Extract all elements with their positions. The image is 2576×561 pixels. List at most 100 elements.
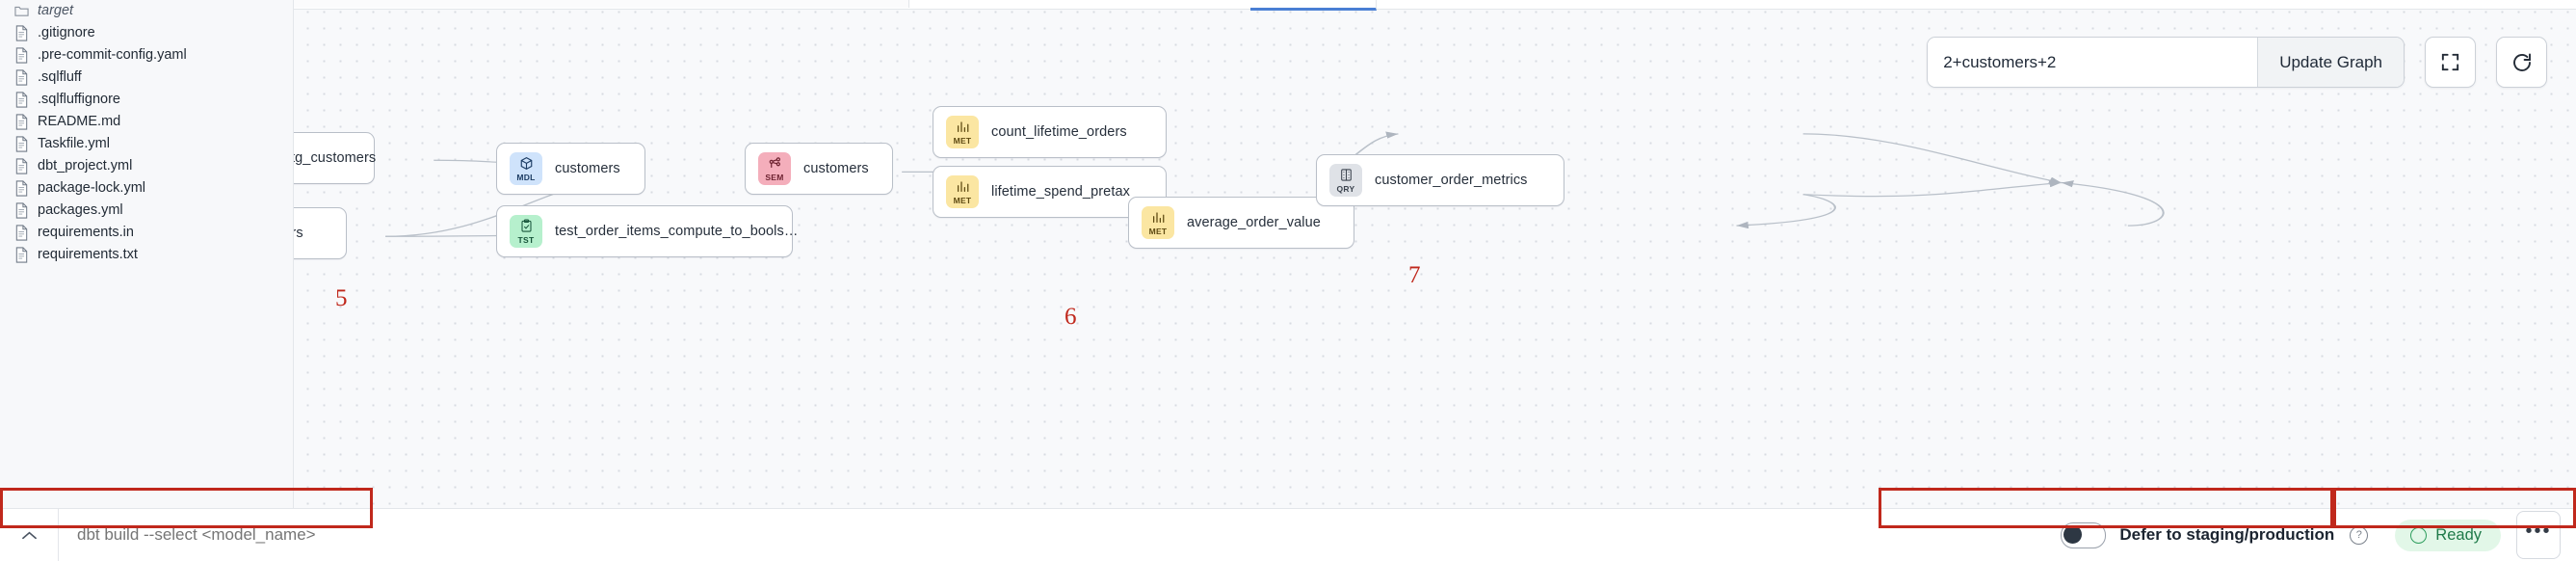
- graph-toolbar[interactable]: Update Graph: [1927, 37, 2547, 88]
- status-badge[interactable]: Ready: [2395, 519, 2501, 551]
- file-tree-item-label: package-lock.yml: [38, 180, 146, 197]
- bottom-status-bar: Defer to staging/production ? Ready •••: [0, 508, 2576, 561]
- file-icon: [13, 92, 29, 109]
- badge-text: MDL: [516, 173, 536, 182]
- bottom-bar-right: Defer to staging/production ? Ready •••: [2028, 509, 2576, 561]
- help-circle-icon[interactable]: ?: [2350, 525, 2369, 545]
- file-tree-item[interactable]: target: [0, 0, 293, 22]
- editor-tab-5[interactable]: [752, 0, 909, 8]
- met-badge-icon: MET: [946, 116, 979, 148]
- file-icon: [13, 158, 29, 175]
- graph-node[interactable]: orders: [294, 207, 347, 259]
- graph-node-label: customers: [803, 161, 869, 176]
- mdl-badge-icon: MDL: [510, 152, 542, 185]
- dbt-command-input[interactable]: [59, 524, 373, 546]
- file-icon: [13, 69, 29, 87]
- file-tree-item-label: target: [38, 3, 74, 19]
- graph-node-label: test_order_items_compute_to_bools…: [555, 224, 799, 239]
- graph-node[interactable]: QRY customer_order_metrics: [1316, 154, 1564, 206]
- file-tree-item-label: Taskfile.yml: [38, 136, 110, 152]
- file-tree-item[interactable]: .gitignore: [0, 22, 293, 44]
- fullscreen-button[interactable]: [2425, 37, 2476, 88]
- file-tree-item-label: README.md: [38, 114, 121, 130]
- defer-control[interactable]: Defer to staging/production ?: [2028, 509, 2383, 561]
- badge-text: TST: [517, 235, 535, 245]
- editor-tab-3[interactable]: [533, 0, 654, 8]
- graph-node-label: customer_order_metrics: [1375, 173, 1528, 188]
- file-tree-item[interactable]: packages.yml: [0, 200, 293, 222]
- file-tree-item-label: requirements.in: [38, 225, 134, 241]
- editor-tab-active[interactable]: [1250, 0, 1377, 11]
- badge-text: QRY: [1336, 184, 1355, 194]
- node-selector-group[interactable]: Update Graph: [1927, 37, 2405, 88]
- graph-node[interactable]: MET average_order_value: [1128, 197, 1354, 249]
- tst-badge-icon: TST: [510, 215, 542, 248]
- badge-text: MET: [953, 136, 972, 146]
- file-tree-item[interactable]: .sqlfluff: [0, 67, 293, 89]
- sem-badge-icon: SEM: [758, 152, 791, 185]
- folder-icon: [13, 3, 29, 20]
- chevron-up-icon: [21, 531, 37, 539]
- more-options-button[interactable]: •••: [2516, 511, 2561, 559]
- graph-node-label: customers: [555, 161, 620, 176]
- graph-node-label: count_lifetime_orders: [991, 124, 1127, 140]
- file-icon: [13, 47, 29, 65]
- file-tree-item-label: packages.yml: [38, 202, 123, 219]
- file-icon: [13, 114, 29, 131]
- graph-node-label: orders: [294, 226, 303, 241]
- expand-console-button[interactable]: [0, 509, 59, 561]
- fullscreen-icon: [2441, 53, 2459, 71]
- file-icon: [13, 225, 29, 242]
- file-icon: [13, 25, 29, 42]
- badge-text: MET: [953, 196, 972, 205]
- file-tree-item[interactable]: README.md: [0, 111, 293, 133]
- qry-badge-icon: QRY: [1329, 164, 1362, 197]
- graph-node-label: tg_customers: [294, 150, 377, 166]
- file-tree-item-label: requirements.txt: [38, 247, 138, 263]
- badge-text: MET: [1148, 227, 1168, 236]
- defer-label: Defer to staging/production: [2119, 525, 2335, 544]
- graph-selector-input[interactable]: [1928, 38, 2258, 87]
- file-tree-item-label: dbt_project.yml: [38, 158, 133, 174]
- file-tree-item[interactable]: requirements.in: [0, 222, 293, 244]
- file-tree-item-label: .sqlfluffignore: [38, 92, 120, 108]
- file-icon: [13, 136, 29, 153]
- file-explorer-sidebar[interactable]: target .gitignore .pre-commit-config.yaml.…: [0, 0, 294, 508]
- graph-node-label: average_order_value: [1187, 215, 1321, 230]
- file-icon: [13, 247, 29, 264]
- refresh-icon: [2512, 53, 2531, 71]
- graph-node[interactable]: SEM customers: [745, 143, 893, 195]
- editor-tab-4[interactable]: [653, 0, 753, 8]
- file-icon: [13, 202, 29, 220]
- main-body: target .gitignore .pre-commit-config.yaml.…: [0, 0, 2576, 508]
- file-tree-item[interactable]: .sqlfluffignore: [0, 89, 293, 111]
- badge-text: SEM: [765, 173, 784, 182]
- graph-node[interactable]: tg_customers: [294, 132, 377, 184]
- file-tree-item-label: .pre-commit-config.yaml: [38, 47, 187, 64]
- defer-toggle-knob: [2063, 524, 2083, 544]
- graph-node[interactable]: MET lifetime_spend_pretax: [933, 166, 1167, 218]
- file-tree-item[interactable]: requirements.txt: [0, 244, 293, 266]
- status-label: Ready: [2435, 525, 2482, 544]
- graph-node-label: lifetime_spend_pretax: [991, 184, 1130, 200]
- graph-node[interactable]: TST test_order_items_compute_to_bools…: [496, 205, 798, 257]
- update-graph-button[interactable]: Update Graph: [2257, 38, 2404, 87]
- file-tree-item[interactable]: dbt_project.yml: [0, 155, 293, 177]
- file-tree-item-label: .gitignore: [38, 25, 95, 41]
- editor-tab-1[interactable]: [294, 0, 425, 8]
- editor-tab-2[interactable]: [424, 0, 534, 8]
- file-tree-item[interactable]: .pre-commit-config.yaml: [0, 44, 293, 67]
- command-zone[interactable]: [0, 509, 373, 561]
- file-tree[interactable]: target .gitignore .pre-commit-config.yaml.…: [0, 0, 293, 266]
- met-badge-icon: MET: [1142, 206, 1174, 239]
- met-badge-icon: MET: [946, 175, 979, 208]
- file-tree-item[interactable]: Taskfile.yml: [0, 133, 293, 155]
- graph-node[interactable]: MDL customers: [496, 143, 645, 195]
- refresh-button[interactable]: [2496, 37, 2547, 88]
- file-tree-item[interactable]: package-lock.yml: [0, 177, 293, 200]
- graph-node[interactable]: MET count_lifetime_orders: [933, 106, 1167, 158]
- editor-tab-strip[interactable]: [294, 0, 2576, 11]
- defer-toggle[interactable]: [2061, 521, 2107, 548]
